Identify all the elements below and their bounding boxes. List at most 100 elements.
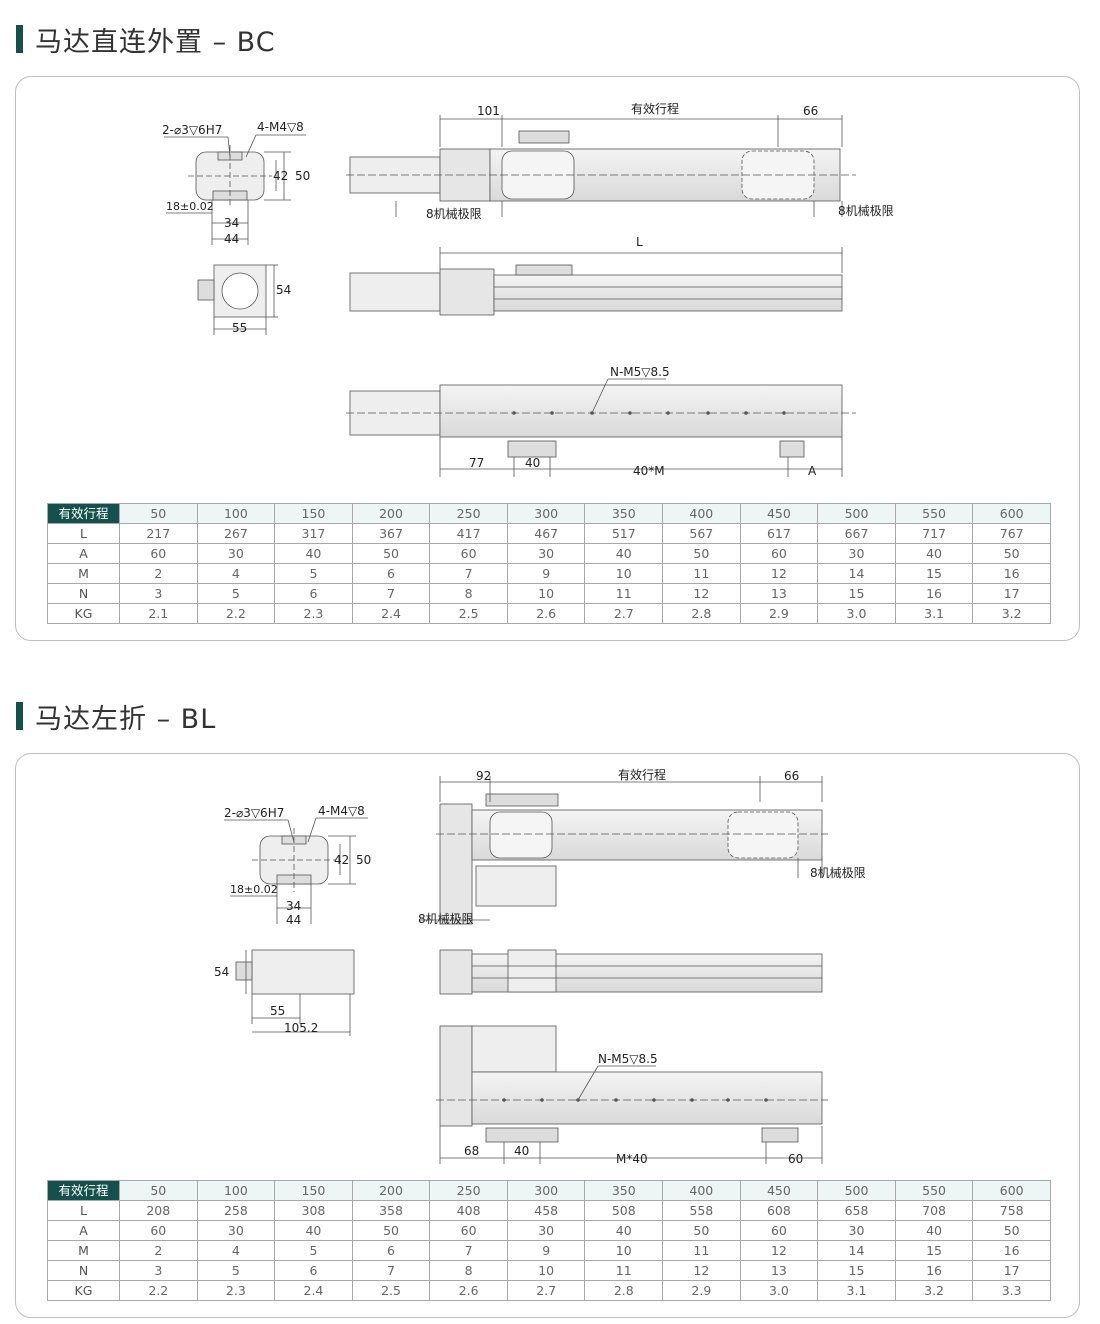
table-cell: 13 (739, 583, 819, 604)
table-cell: 767 (972, 523, 1051, 544)
table-cell: 15 (894, 1240, 974, 1261)
table-cell: 50 (351, 543, 431, 564)
table-cell: 2.7 (506, 1280, 586, 1301)
table-cell: 2.3 (196, 1280, 276, 1301)
table-cell: 40 (584, 1220, 664, 1241)
row-label-cell: N (47, 1260, 120, 1281)
table-cell: 467 (506, 523, 586, 544)
dim-tap-label: 4-M4▽8 (318, 804, 365, 818)
table-cell: 50 (972, 1220, 1051, 1241)
row-label-cell: 有效行程 (47, 1180, 120, 1201)
table-cell: 16 (972, 563, 1051, 584)
table-cell: 12 (739, 1240, 819, 1261)
table-cell: 500 (817, 503, 896, 524)
bottom-view (436, 1025, 828, 1164)
dim-55: 55 (270, 1004, 285, 1018)
table-cell: 7 (429, 563, 508, 584)
table-cell: 617 (739, 523, 819, 544)
table-cell: 14 (817, 563, 896, 584)
dim-60: 60 (788, 1152, 803, 1166)
table-cell: 14 (817, 1240, 896, 1261)
table-cell: 150 (274, 1180, 353, 1201)
table-cell: 11 (584, 1260, 664, 1281)
dim-40m: 40*M (633, 464, 665, 478)
table-cell: 4 (196, 1240, 276, 1261)
table-cell: 517 (584, 523, 664, 544)
table-cell: 11 (662, 563, 741, 584)
table-cell: 600 (972, 1180, 1051, 1201)
dim-42: 42 (273, 169, 288, 183)
side-view (439, 949, 823, 995)
dim-40: 40 (514, 1144, 529, 1158)
table-cell: 40 (894, 543, 974, 564)
table-cell: 9 (506, 1240, 586, 1261)
dim-stroke: 有效行程 (631, 101, 679, 116)
row-label-cell: L (47, 1200, 120, 1221)
dim-A: A (808, 464, 817, 478)
top-view (420, 776, 828, 925)
section-title-text: 马达直连外置 – BC (35, 26, 276, 58)
limit-left-label: 8机械极限 (426, 206, 482, 221)
table-cell: 12 (662, 583, 741, 604)
row-label-cell: M (47, 563, 120, 584)
table-cell: 3.1 (817, 1280, 896, 1301)
table-cell: 40 (274, 1220, 353, 1241)
table-cell: 417 (429, 523, 508, 544)
end-view-bottom (197, 264, 278, 335)
table-cell: 10 (584, 1240, 664, 1261)
dim-34: 34 (286, 899, 301, 913)
table-cell: 2.8 (662, 603, 741, 624)
end-view-top (224, 817, 368, 924)
dim-66: 66 (803, 104, 818, 118)
dim-55: 55 (232, 321, 247, 335)
dim-tolerance: 18±0.02 (230, 883, 278, 896)
dim-50: 50 (356, 853, 371, 867)
section-title-text: 马达左折 – BL (35, 703, 217, 735)
table-cell: 15 (894, 563, 974, 584)
table-cell: 2.2 (119, 1280, 198, 1301)
table-cell: 30 (196, 1220, 276, 1241)
table-cell: 50 (119, 1180, 198, 1201)
table-cell: 60 (429, 543, 508, 564)
end-view-top (164, 134, 306, 245)
table-cell: 250 (429, 1180, 508, 1201)
dim-40: 40 (525, 456, 540, 470)
table-cell: 60 (739, 543, 819, 564)
table-cell: 608 (739, 1200, 819, 1221)
table-cell: 250 (429, 503, 508, 524)
table-cell: 100 (196, 503, 276, 524)
table-cell: 40 (274, 543, 353, 564)
table-cell: 2.5 (351, 1280, 431, 1301)
table-cell: 13 (739, 1260, 819, 1281)
table-cell: 5 (196, 1260, 276, 1281)
table-cell: 10 (506, 583, 586, 604)
limit-right-label: 8机械极限 (838, 203, 894, 218)
dim-m40: M*40 (616, 1152, 648, 1166)
table-cell: 2.1 (119, 603, 198, 624)
table-cell: 2.4 (274, 1280, 353, 1301)
dim-92: 92 (476, 769, 491, 783)
table-cell: 2.2 (196, 603, 276, 624)
dim-L: L (636, 235, 643, 249)
table-cell: 267 (196, 523, 276, 544)
table-cell: 2.6 (506, 603, 586, 624)
section-title-bc: 马达直连外置 – BC (16, 22, 276, 58)
table-cell: 217 (119, 523, 198, 544)
table-cell: 5 (274, 1240, 353, 1261)
dim-66: 66 (784, 769, 799, 783)
bottom-view (346, 378, 856, 477)
table-cell: 658 (817, 1200, 896, 1221)
table-cell: 7 (429, 1240, 508, 1261)
table-cell: 6 (351, 1240, 431, 1261)
table-cell: 550 (894, 503, 974, 524)
table-cell: 3 (119, 583, 198, 604)
table-cell: 30 (817, 1220, 896, 1241)
dim-68: 68 (464, 1144, 479, 1158)
dim-42: 42 (334, 853, 349, 867)
